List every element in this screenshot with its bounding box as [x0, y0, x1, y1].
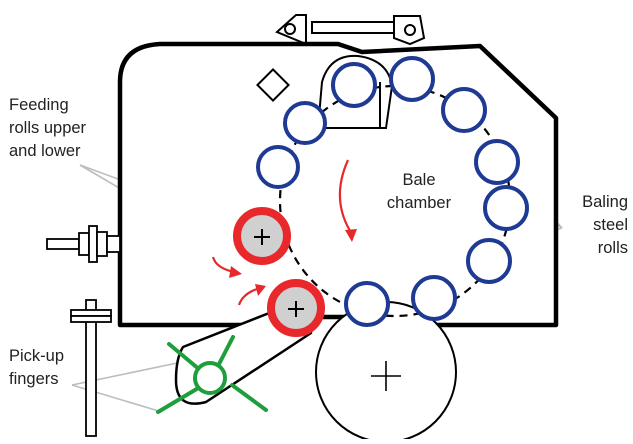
baling-roll — [331, 62, 377, 108]
drive-shaft — [46, 225, 121, 263]
label-bale-chamber: Bale chamber — [387, 171, 452, 212]
feeding-rolls-line2: rolls upper — [9, 119, 87, 137]
baling-roll — [466, 238, 512, 284]
label-feeding-rolls: Feeding rolls upper and lower — [9, 96, 87, 160]
baling-rolls-line3: rolls — [598, 239, 628, 257]
support-leg — [70, 299, 112, 437]
label-baling-rolls: Baling steel rolls — [582, 193, 628, 257]
baling-rolls-line2: steel — [593, 216, 628, 234]
feeding-roll-lower — [267, 279, 325, 337]
baling-roll — [389, 56, 435, 102]
top-hinge — [275, 14, 426, 46]
baling-rolls-line1: Baling — [582, 193, 628, 211]
plus-icon — [254, 229, 270, 245]
baling-roll — [474, 139, 520, 185]
baling-roll — [411, 275, 457, 321]
feeding-rolls-line1: Feeding — [9, 96, 69, 114]
baling-roll — [283, 101, 327, 145]
pickup-fingers-line1: Pick-up — [9, 347, 64, 365]
ground-wheel — [315, 301, 457, 443]
feeding-rolls-line3: and lower — [9, 142, 81, 160]
baling-roll — [256, 145, 300, 189]
pickup-fingers — [156, 335, 268, 414]
plus-icon — [288, 301, 304, 317]
baling-roll — [344, 281, 390, 327]
label-pickup-fingers: Pick-up fingers — [9, 347, 64, 388]
baling-roll — [483, 185, 529, 231]
arrow-heads — [229, 229, 357, 296]
baling-roll — [441, 87, 487, 133]
feeding-roll-upper — [233, 207, 291, 265]
bale-chamber-line2: chamber — [387, 194, 452, 212]
baling-steel-rolls — [256, 56, 529, 327]
bale-chamber-line1: Bale — [402, 171, 435, 189]
diamond-part — [256, 68, 290, 102]
pickup-fingers-line2: fingers — [9, 370, 59, 388]
